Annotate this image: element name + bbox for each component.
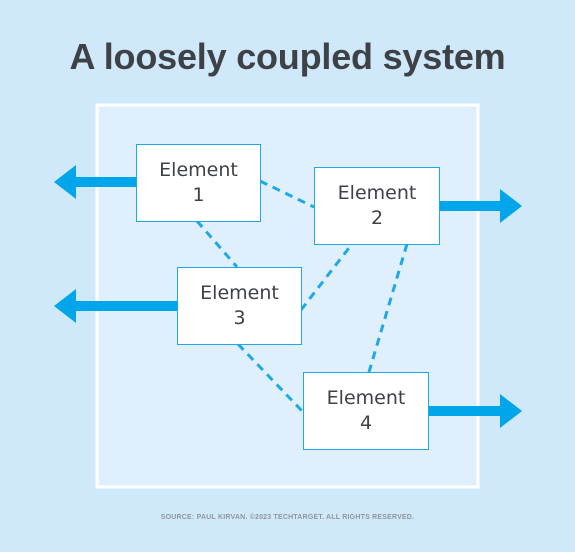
connection-1-2 (259, 179, 315, 209)
arrow-element-3-left (54, 289, 177, 323)
connections-layer (195, 179, 409, 414)
element-2-word: Element (337, 182, 417, 204)
arrows-layer (54, 165, 522, 428)
element-4-number: 4 (359, 412, 373, 434)
element-1-number: 1 (192, 184, 205, 206)
arrow-element-4-right (429, 394, 522, 428)
connection-1-3 (195, 220, 239, 268)
element-1-word: Element (159, 159, 238, 181)
arrow-element-2-right (440, 189, 522, 223)
element-3-number: 3 (233, 307, 246, 329)
element-4-word: Element (326, 387, 406, 409)
connection-3-4 (236, 342, 305, 414)
element-box-3: Element 3 (177, 267, 302, 345)
element-3-word: Element (200, 282, 279, 304)
element-2-number: 2 (370, 207, 384, 229)
arrow-element-1-left (54, 165, 136, 199)
diagram-title: A loosely coupled system (69, 36, 506, 77)
element-box-1: Element 1 (136, 144, 261, 222)
element-box-4: Element 4 (303, 372, 429, 450)
element-box-2: Element 2 (314, 167, 440, 245)
source-credit: SOURCE: PAUL KIRVAN. ©2023 TECHTARGET. A… (160, 514, 415, 521)
